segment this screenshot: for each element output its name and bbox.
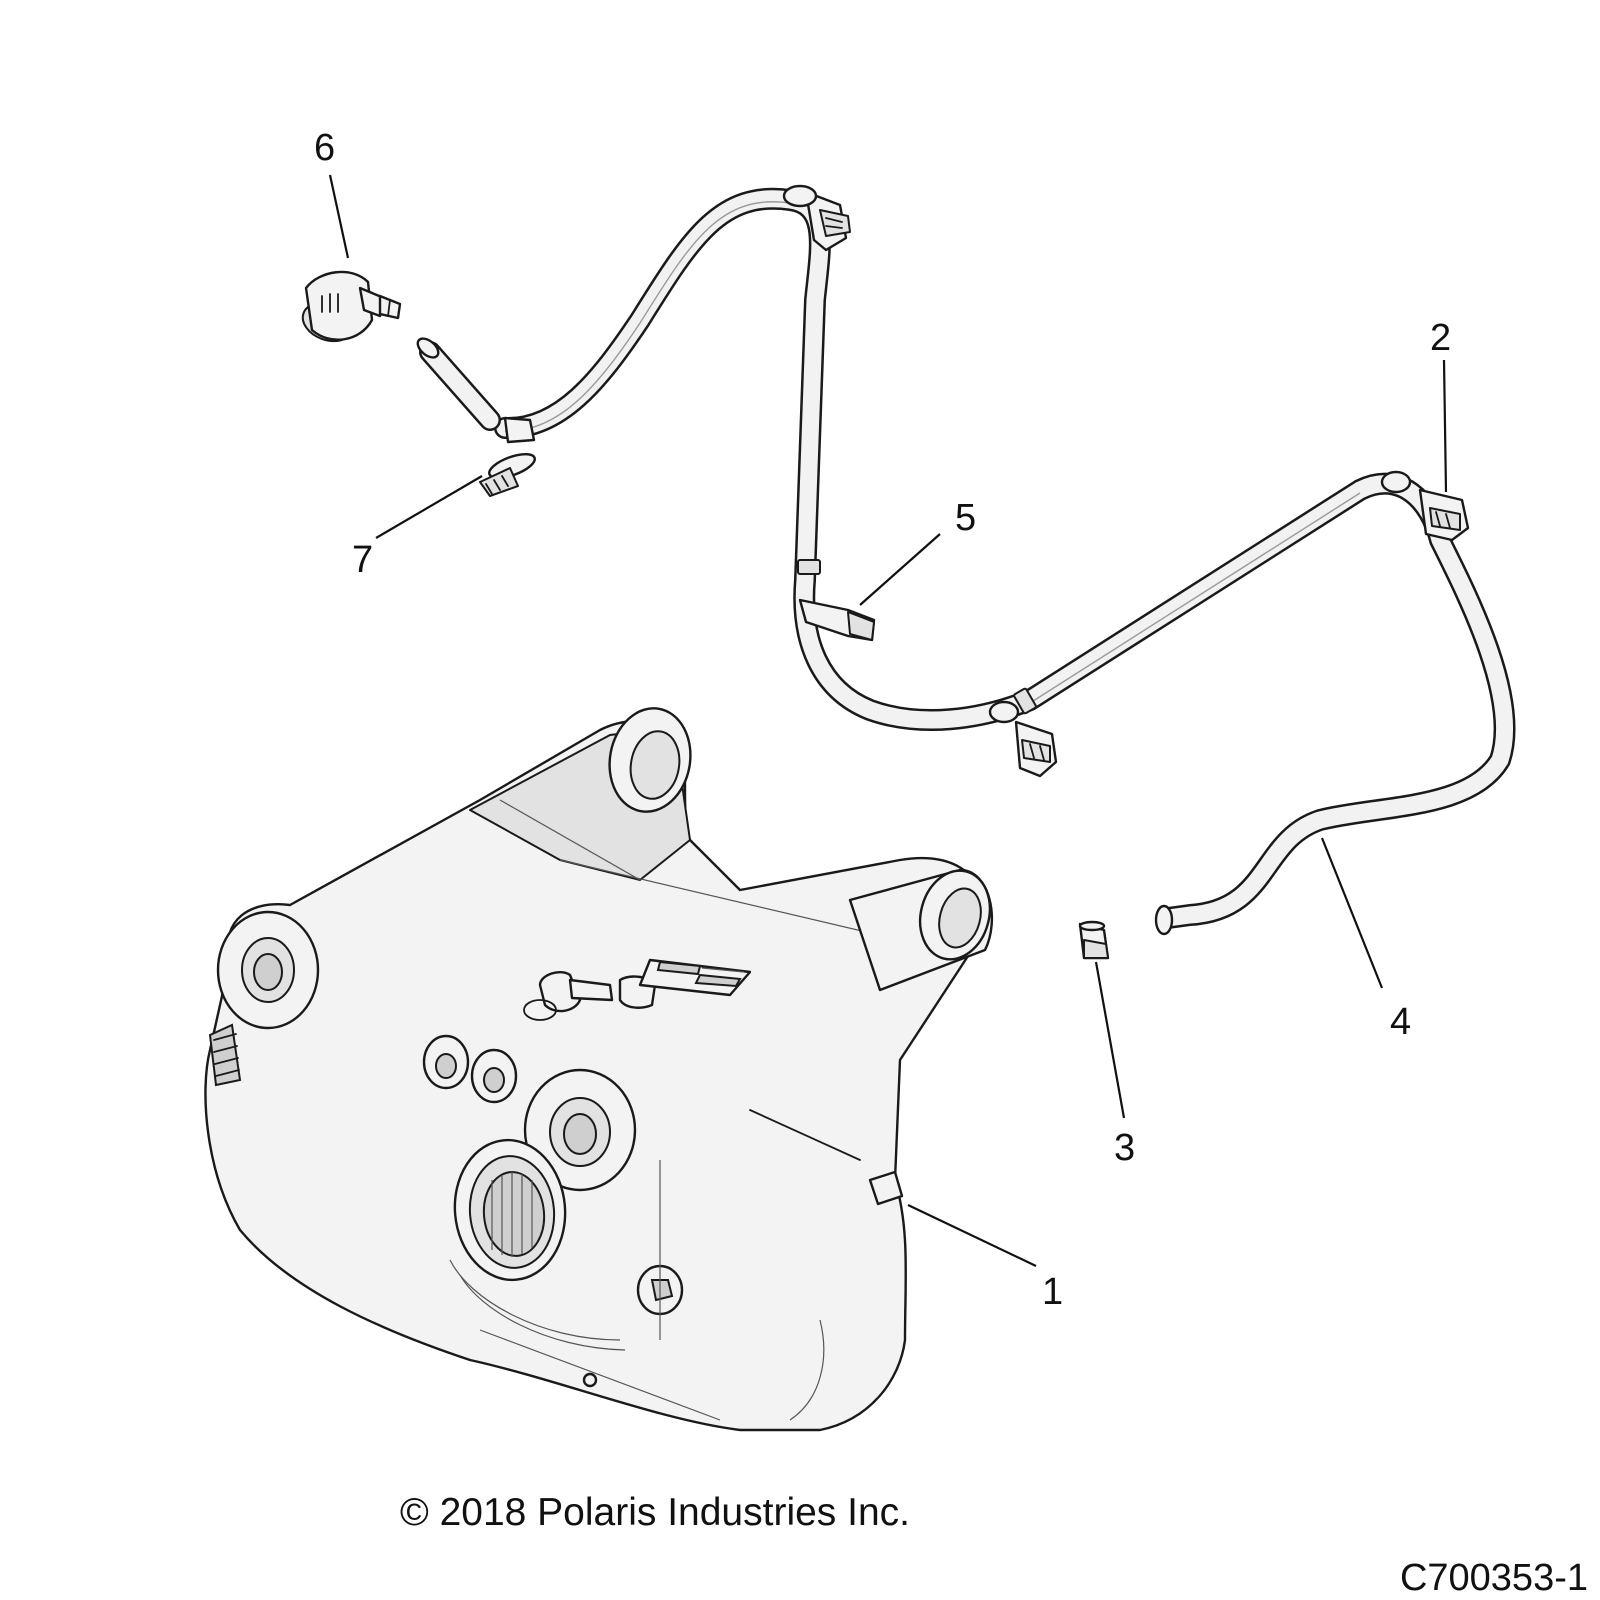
- leader-5: [859, 533, 941, 606]
- leader-3: [1094, 961, 1126, 1119]
- callout-7: 7: [352, 539, 373, 581]
- vent-fitting-6: [301, 270, 402, 343]
- hose-clip-5: [798, 598, 876, 642]
- gearcase-housing-1: [204, 707, 993, 1432]
- figure-id: C700353-1: [1400, 1557, 1588, 1599]
- callout-3: 3: [1114, 1127, 1135, 1169]
- cap-3: [1078, 920, 1110, 960]
- hose-clip-2: [1380, 470, 1470, 542]
- callout-4: 4: [1390, 1001, 1411, 1043]
- hose-clip-top: [782, 184, 851, 252]
- leader-6: [328, 174, 350, 259]
- callout-numbers: 6 7 5 2 4 3 1: [314, 127, 1451, 1313]
- callout-5: 5: [955, 497, 976, 539]
- callout-1: 1: [1042, 1271, 1063, 1313]
- label-plate: [638, 958, 752, 997]
- callout-2: 2: [1430, 317, 1451, 359]
- copyright-text: © 2018 Polaris Industries Inc.: [400, 1491, 910, 1534]
- leader-1: [907, 1204, 1037, 1267]
- leader-7: [375, 475, 483, 539]
- push-clip-7: [479, 416, 536, 497]
- leader-4: [1320, 837, 1384, 989]
- leader-lines: [328, 174, 1448, 1267]
- hose-clip-lower: [988, 700, 1058, 778]
- vent-hose-assembly: [416, 187, 1516, 936]
- callout-6: 6: [314, 127, 335, 169]
- leader-2: [1442, 359, 1448, 493]
